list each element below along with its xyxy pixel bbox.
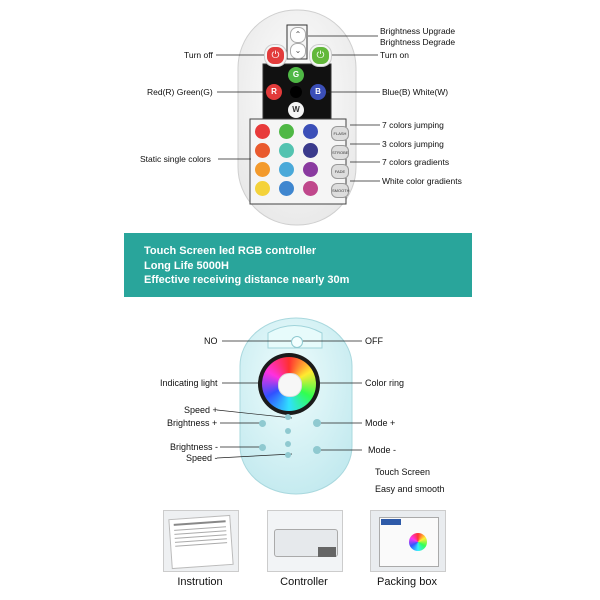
smooth-button[interactable]: SMOOTH: [331, 183, 350, 198]
label-mode-plus: Mode +: [365, 418, 396, 428]
label-speed-plus: Speed +: [184, 405, 218, 415]
controller-photo: [267, 510, 343, 572]
brightness-plus-button[interactable]: [259, 420, 266, 427]
label-touch-screen: Touch Screen: [375, 467, 431, 477]
label-7-colors-gradients: 7 colors gradients: [382, 157, 450, 167]
center-plus-button[interactable]: [285, 428, 291, 434]
color-swatch-button[interactable]: [303, 162, 318, 177]
red-button[interactable]: R: [266, 84, 282, 100]
caption-instrution: Instrution: [177, 576, 223, 588]
label-speed-minus: Speed -: [186, 453, 218, 463]
static-color-swatches: [255, 124, 327, 200]
speed-plus-button[interactable]: [285, 414, 291, 420]
label-blue-white: Blue(B) White(W): [382, 87, 449, 97]
color-swatch-button[interactable]: [255, 124, 270, 139]
power-on-icon[interactable]: ⏻: [310, 45, 331, 66]
center-dot: [290, 86, 302, 98]
brightness-down-icon[interactable]: ⌄: [290, 43, 306, 59]
brightness-up-icon[interactable]: ⌃: [290, 27, 306, 43]
banner-line-2: Long Life 5000H: [144, 259, 229, 272]
packing-box-photo: [370, 510, 446, 572]
power-off-icon[interactable]: ⏻: [265, 45, 286, 66]
label-static-single-colors: Static single colors: [140, 154, 211, 164]
feature-banner: Touch Screen led RGB controller Long Lif…: [124, 233, 472, 297]
blue-button[interactable]: B: [310, 84, 326, 100]
label-color-ring: Color ring: [365, 378, 405, 388]
label-7-colors-jumping: 7 colors jumping: [382, 120, 444, 130]
label-brightness-upgrade: Brightness Upgrade: [380, 26, 456, 36]
color-swatch-button[interactable]: [303, 181, 318, 196]
color-swatch-button[interactable]: [303, 143, 318, 158]
brightness-minus-button[interactable]: [259, 444, 266, 451]
color-swatch-button[interactable]: [255, 143, 270, 158]
label-easy-and-smooth: Easy and smooth: [375, 484, 445, 494]
color-swatch-button[interactable]: [279, 162, 294, 177]
label-brightness-plus: Brightness +: [167, 418, 218, 428]
color-swatch-button[interactable]: [279, 143, 294, 158]
indicating-light: [278, 373, 302, 397]
color-swatch-button[interactable]: [255, 181, 270, 196]
strobe-button[interactable]: STROBE: [331, 145, 349, 160]
center-minus-button[interactable]: [285, 441, 291, 447]
label-indicating-light: Indicating light: [160, 378, 218, 388]
label-brightness-minus: Brightness -: [170, 442, 219, 452]
caption-packing-box: Packing box: [377, 576, 437, 588]
label-turn-on: Turn on: [380, 50, 409, 60]
green-button[interactable]: G: [288, 67, 304, 83]
label-white-color-gradients: White color gradients: [382, 176, 462, 186]
speed-minus-button[interactable]: [285, 452, 291, 458]
mode-minus-button[interactable]: [313, 446, 321, 454]
caption-controller: Controller: [280, 576, 328, 588]
label-brightness-degrade: Brightness Degrade: [380, 37, 456, 47]
mode-plus-button[interactable]: [313, 419, 321, 427]
banner-line-3: Effective receiving distance nearly 30m: [144, 274, 350, 286]
label-no: NO: [204, 336, 218, 346]
banner-line-1: Touch Screen led RGB controller: [144, 245, 317, 257]
color-swatch-button[interactable]: [303, 124, 318, 139]
fade-button[interactable]: FADE: [331, 164, 349, 179]
label-red-green: Red(R) Green(G): [147, 87, 213, 97]
instruction-photo: [163, 510, 239, 572]
color-swatch-button[interactable]: [279, 124, 294, 139]
color-swatch-button[interactable]: [255, 162, 270, 177]
flash-button[interactable]: FLASH: [331, 126, 349, 141]
color-swatch-button[interactable]: [279, 181, 294, 196]
white-button[interactable]: W: [288, 102, 304, 118]
on-off-button[interactable]: [291, 336, 303, 348]
label-off: OFF: [365, 336, 383, 346]
label-3-colors-jumping: 3 colors jumping: [382, 139, 444, 149]
label-turn-off: Turn off: [184, 50, 213, 60]
label-mode-minus: Mode -: [368, 445, 397, 455]
